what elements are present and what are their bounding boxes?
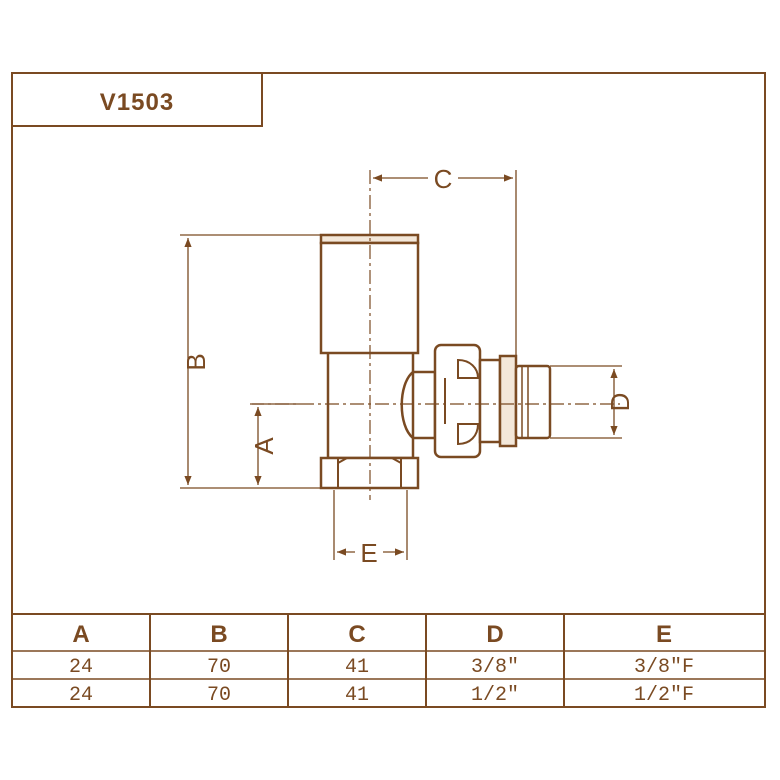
dimension-b-label: B [181,353,211,370]
dimension-c: C [373,164,517,356]
table-cell: 3/8"F [634,656,694,679]
dimension-d: D [550,365,635,439]
table-header-d: D [486,621,503,648]
title-block: V1503 [11,72,263,127]
table-cell: 3/8" [471,656,519,679]
tail-collar [478,354,518,448]
table-cell: 1/2"F [634,684,694,707]
table-row: 24 70 41 3/8" 3/8"F [69,656,694,679]
table-header-a: A [72,621,89,648]
table-cell: 70 [207,684,231,707]
table-header-c: C [348,621,365,648]
dimension-c-label: C [434,164,453,194]
table-cell: 1/2" [471,684,519,707]
table-header-e: E [656,621,672,648]
table-cell: 41 [345,684,369,707]
dimension-d-label: D [605,393,635,412]
valve-body [326,353,437,460]
dimension-b: B [180,234,321,489]
drawing-frame [11,72,766,708]
dimension-e-label: E [360,538,377,568]
table-cell: 24 [69,656,93,679]
table-row: 24 70 41 1/2" 1/2"F [69,684,694,707]
table-cell: 70 [207,656,231,679]
union-nut [433,343,482,459]
dimensions-table: A B C D E 24 70 41 3/8" 3/8"F 24 70 41 1… [12,613,765,707]
dimension-a: A [249,403,300,485]
table-header-row: A B C D E [72,621,672,648]
table-cell: 24 [69,684,93,707]
male-thread-tail [514,364,552,440]
dimension-e: E [333,490,408,568]
table-cell: 41 [345,656,369,679]
model-title: V1503 [100,89,174,116]
centre-lines [250,170,620,500]
dimension-a-label: A [249,437,279,455]
table-header-b: B [210,621,227,648]
